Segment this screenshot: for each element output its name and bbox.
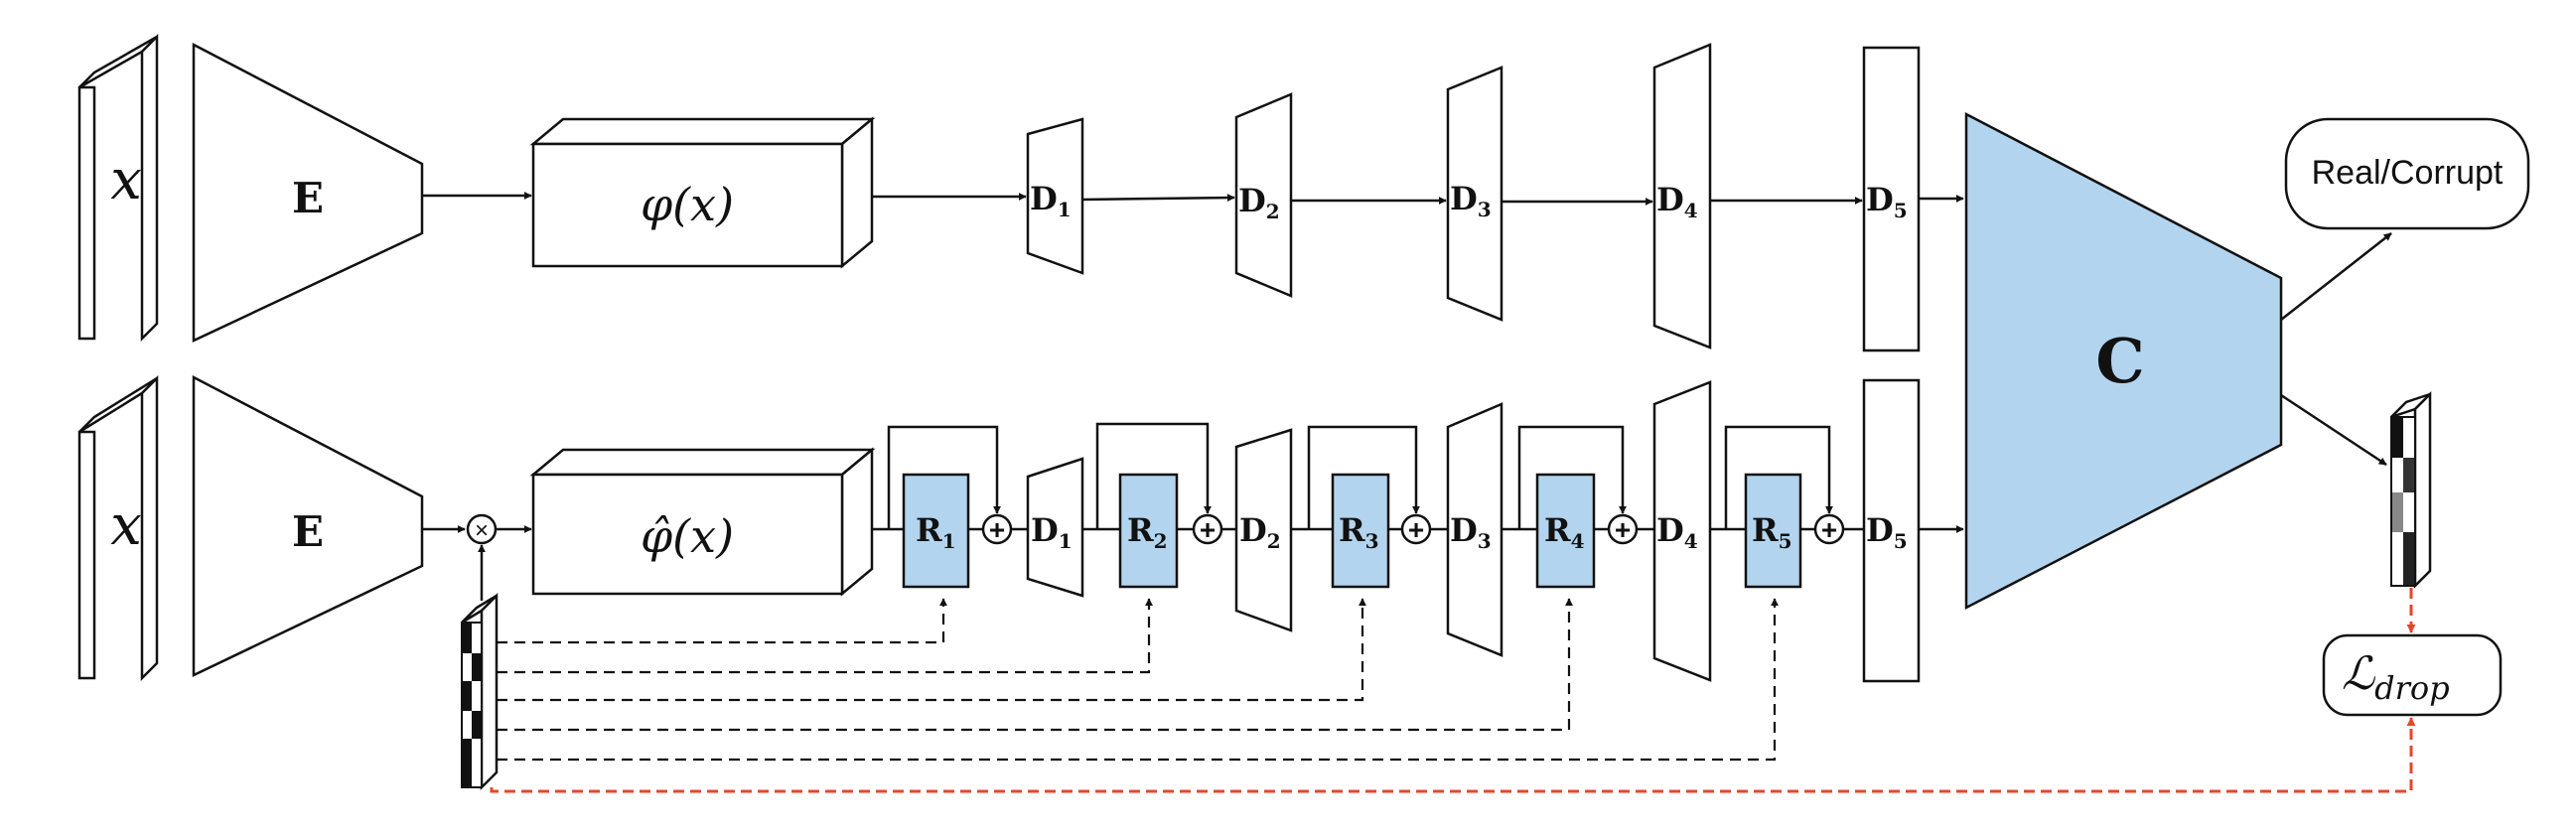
decoder-label: D2 — [1238, 182, 1280, 223]
residual-label: R5 — [1752, 511, 1792, 553]
multiply-symbol: × — [475, 517, 489, 544]
loss-label: ℒdrop — [2342, 646, 2450, 707]
residual-r1: R1 — [902, 473, 970, 589]
svg-text:+: + — [1200, 514, 1216, 545]
predicted-mask — [2390, 390, 2432, 590]
decoder-label: D3 — [1450, 511, 1492, 553]
classifier-label: C — [2095, 325, 2144, 397]
decoder-label: D5 — [1866, 511, 1908, 553]
input-image-bottom: x — [77, 374, 159, 682]
svg-text:+: + — [989, 514, 1005, 545]
encoder-label: E — [292, 507, 324, 556]
decoder-d3-top: D3 — [1446, 66, 1503, 322]
decoder-label: D4 — [1656, 181, 1698, 222]
decoder-d4-top: D4 — [1652, 43, 1712, 349]
residual-label: R3 — [1339, 511, 1379, 553]
residual-r4: R4 — [1535, 473, 1596, 589]
decoder-label: D4 — [1656, 511, 1698, 553]
decoder-label: D1 — [1031, 511, 1073, 553]
decoder-d2-bottom: D2 — [1234, 428, 1293, 632]
decoder-d5-bottom: D5 — [1862, 378, 1921, 683]
feature-block-top: φ(x) — [529, 116, 876, 269]
residual-r2: R2 — [1118, 473, 1179, 589]
input-image-top: x — [77, 33, 159, 343]
output-label: Real/Corrupt — [2312, 154, 2504, 192]
decoder-label: D2 — [1239, 511, 1281, 553]
decoder-d1-bottom: D1 — [1026, 457, 1084, 598]
add-node: + — [1607, 513, 1639, 545]
input-label: x — [110, 493, 142, 558]
decoder-label: D3 — [1450, 180, 1492, 221]
svg-text:+: + — [1408, 514, 1424, 545]
decoder-label: D1 — [1030, 180, 1072, 221]
residual-r3: R3 — [1331, 473, 1390, 589]
residual-r5: R5 — [1744, 473, 1802, 589]
input-label: x — [110, 148, 142, 212]
svg-text:+: + — [1821, 514, 1837, 545]
decoder-d3-bottom: D3 — [1446, 402, 1503, 657]
dropout-mask — [461, 592, 499, 791]
residual-label: R2 — [1127, 511, 1168, 553]
encoder-label: E — [292, 174, 324, 222]
multiply-node: × — [466, 513, 498, 545]
decoder-d5-top: D5 — [1862, 46, 1921, 352]
add-node: + — [1813, 513, 1845, 545]
add-node: + — [981, 513, 1013, 545]
real-corrupt-output: Real/Corrupt — [2284, 117, 2530, 230]
svg-text:+: + — [1615, 514, 1631, 545]
top-row: x E φ(x) D1 D2 D3 — [77, 33, 1964, 352]
encoder-top: E — [192, 42, 424, 343]
encoder-bottom: E — [192, 374, 424, 677]
add-node: + — [1192, 513, 1223, 545]
decoder-label: D5 — [1866, 181, 1908, 222]
add-node: + — [1400, 513, 1432, 545]
feature-label: φ(x) — [641, 178, 734, 231]
decoder-d4-bottom: D4 — [1652, 380, 1712, 682]
residual-label: R4 — [1544, 511, 1585, 553]
decoder-d1-top: D1 — [1026, 117, 1084, 275]
feature-hat-label: φ̂(x) — [641, 509, 734, 563]
decoder-d2-top: D2 — [1234, 92, 1293, 298]
feature-block-bottom: φ̂(x) — [529, 447, 876, 597]
residual-label: R1 — [916, 511, 956, 553]
classifier: C — [1964, 111, 2283, 611]
bottom-row: x E × φ̂(x) — [77, 374, 1964, 791]
loss-drop: ℒdrop — [2322, 633, 2503, 717]
